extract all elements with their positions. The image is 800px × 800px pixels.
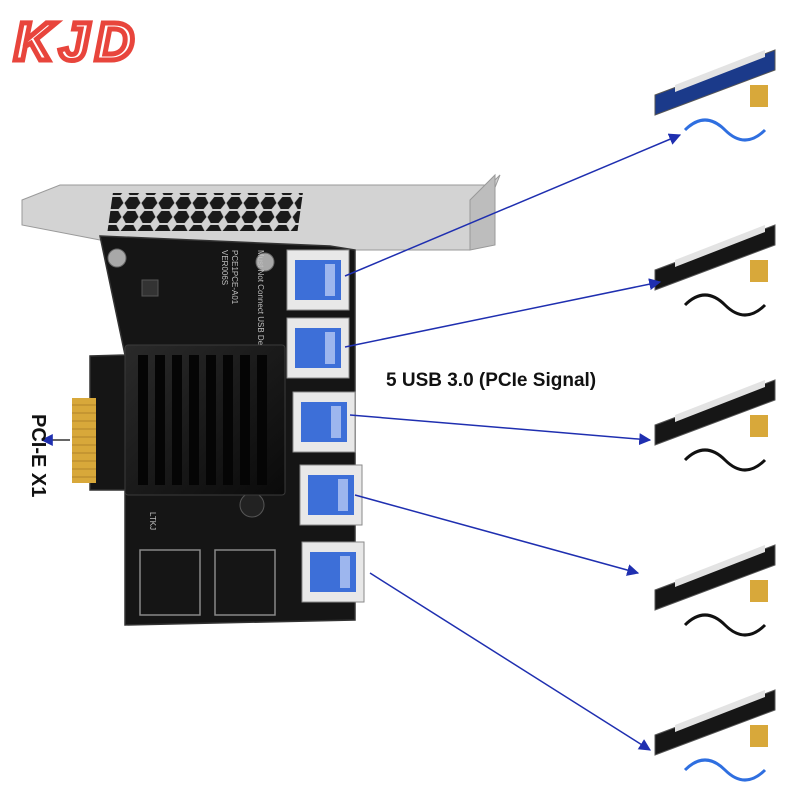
- chip: [141, 279, 159, 297]
- capacitor: [239, 492, 265, 518]
- silkscreen-line-2: PCE1PCE-A01: [230, 250, 239, 305]
- arrow-usb-3: [349, 414, 652, 446]
- usb-port-4: [299, 464, 363, 526]
- arrow-usb-5: [369, 572, 652, 751]
- brand-logo-text: KJD: [14, 12, 140, 72]
- connector-footprint: [139, 549, 201, 616]
- connector-footprint: [214, 549, 276, 616]
- usb-port-1: [286, 249, 350, 311]
- board-footer-mark: LTKJ: [148, 512, 157, 530]
- riser-cards: [654, 49, 776, 782]
- screw-icon: [107, 248, 127, 268]
- riser-card-4: [654, 544, 776, 637]
- usb-port-2: [286, 317, 350, 379]
- brand-logo: KJD: [12, 10, 140, 75]
- metal-bracket: [21, 173, 501, 251]
- pcie-gold-fingers: [72, 398, 96, 483]
- arrow-usb-4: [354, 494, 640, 576]
- caption-usb-signal: 5 USB 3.0 (PCIe Signal): [386, 370, 597, 391]
- riser-card-1: [654, 49, 776, 142]
- riser-card-3: [654, 379, 776, 472]
- riser-card-2: [654, 224, 776, 317]
- silkscreen-line-3: VER006S: [220, 250, 229, 285]
- arrow-usb-1: [344, 133, 682, 277]
- usb-ports: [286, 249, 365, 603]
- usb-port-5: [301, 541, 365, 603]
- riser-card-5: [654, 689, 776, 782]
- connection-arrows: [40, 133, 682, 751]
- arrow-usb-2: [344, 278, 662, 348]
- heatsink: [124, 344, 286, 496]
- pcie-x1-label: PCI-E X1: [27, 414, 49, 498]
- usb-port-3: [292, 391, 356, 453]
- silkscreen-line-1: Must Not Connect USB Devic: [256, 250, 265, 355]
- screw-icon: [255, 252, 275, 272]
